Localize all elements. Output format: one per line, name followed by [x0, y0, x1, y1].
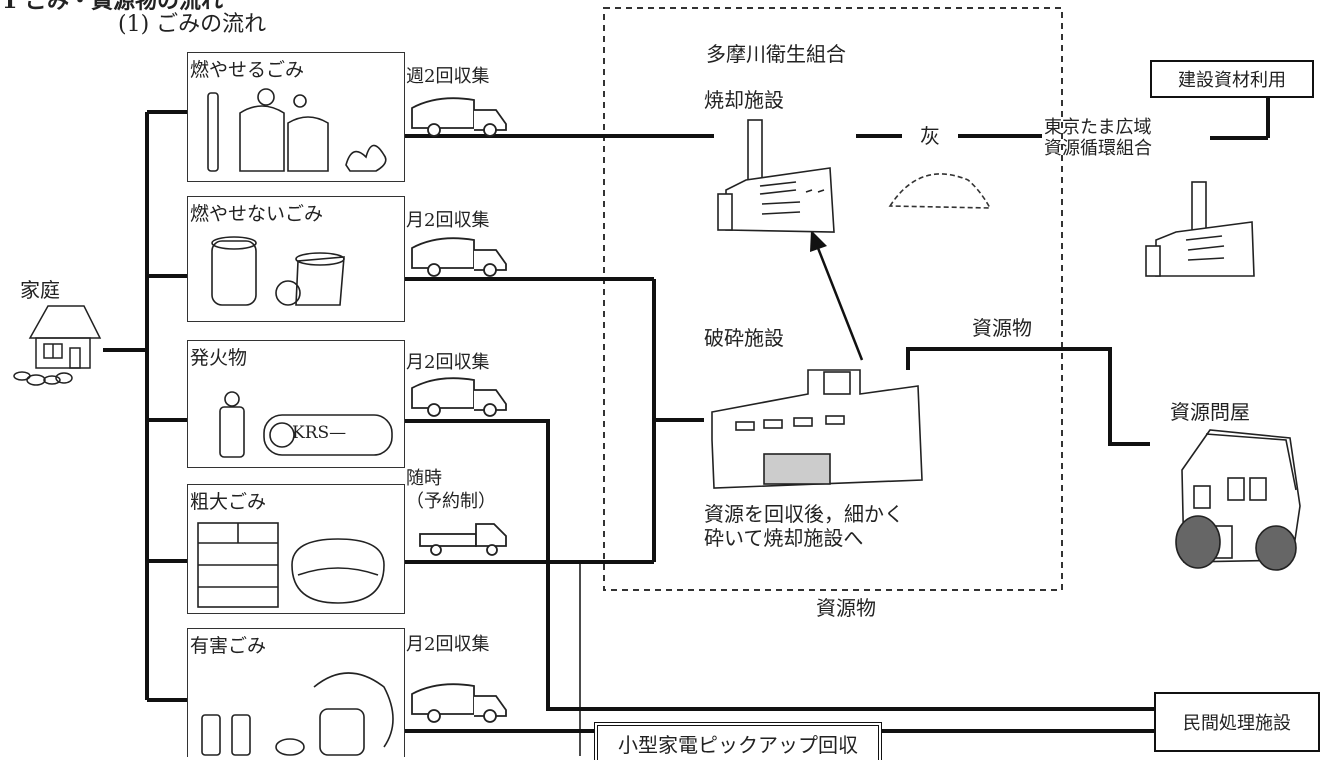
ash-pile-icon — [888, 173, 992, 209]
ignitable-items-icon — [219, 391, 393, 458]
private-facility-box: 民間処理施設 — [1154, 692, 1320, 752]
category-label: 粗大ごみ — [190, 491, 267, 513]
category-label: 発火物 — [190, 347, 248, 369]
category-nonburnable: 燃やせないごみ — [187, 196, 405, 322]
construction-label: 建設資材利用 — [1178, 70, 1286, 91]
private-facility-label: 民間処理施設 — [1183, 713, 1291, 734]
category-ignitable: 発火物 KRS— — [187, 340, 405, 468]
nonburnable-items-icon — [211, 236, 345, 306]
spray-can-label: KRS— — [292, 423, 347, 443]
category-label: 燃やせないごみ — [190, 203, 324, 225]
collection-label-nonburnable: 月2回収集 — [406, 210, 490, 231]
house-icon — [13, 305, 102, 386]
burnable-items-icon — [207, 88, 387, 172]
truck-icon — [411, 97, 507, 723]
crusher-note: 資源を回収後，細かく 砕いて焼却施設へ — [704, 502, 904, 550]
category-label: 有害ごみ — [190, 635, 267, 657]
resources-bottom-label: 資源物 — [816, 596, 876, 620]
category-label: 燃やせるごみ — [190, 59, 305, 81]
small-appliance-label: 小型家電ピックアップ回収 — [618, 732, 858, 757]
collection-label-ignitable: 月2回収集 — [406, 352, 490, 373]
building-icon — [711, 369, 923, 489]
category-hazardous: 有害ごみ — [187, 628, 405, 757]
collection-label-hazardous: 月2回収集 — [406, 634, 490, 655]
construction-box: 建設資材利用 — [1150, 60, 1314, 98]
ash-label: 灰 — [920, 124, 940, 148]
factory-icon — [717, 119, 835, 233]
section-title: 1 ごみ・資源物の流れ — [2, 0, 223, 14]
category-burnable: 燃やせるごみ — [187, 52, 405, 182]
tokyo-tama-label: 東京たま広域 資源循環組合 — [1044, 117, 1152, 159]
collection-label-bulky: 随時 （予約制） — [406, 468, 496, 512]
bulky-items-icon — [197, 522, 385, 608]
crusher-label: 破砕施設 — [704, 326, 784, 350]
category-bulky: 粗大ごみ — [187, 484, 405, 614]
union-boundary — [603, 7, 1063, 591]
union-label: 多摩川衛生組合 — [706, 42, 846, 66]
subtitle: (1) ごみの流れ — [118, 12, 267, 37]
wholesaler-icon — [1175, 429, 1301, 571]
resources-right-label: 資源物 — [972, 316, 1032, 340]
household-label: 家庭 — [20, 278, 60, 302]
factory-icon-tokyo — [1145, 181, 1255, 277]
incinerator-label: 焼却施設 — [704, 88, 784, 112]
battery-icon — [201, 672, 394, 756]
collection-label-burnable: 週2回収集 — [406, 66, 490, 87]
wholesaler-label: 資源問屋 — [1170, 400, 1250, 424]
arrow-to-incinerator — [816, 247, 864, 361]
small-appliance-box: 小型家電ピックアップ回収 — [594, 722, 882, 760]
